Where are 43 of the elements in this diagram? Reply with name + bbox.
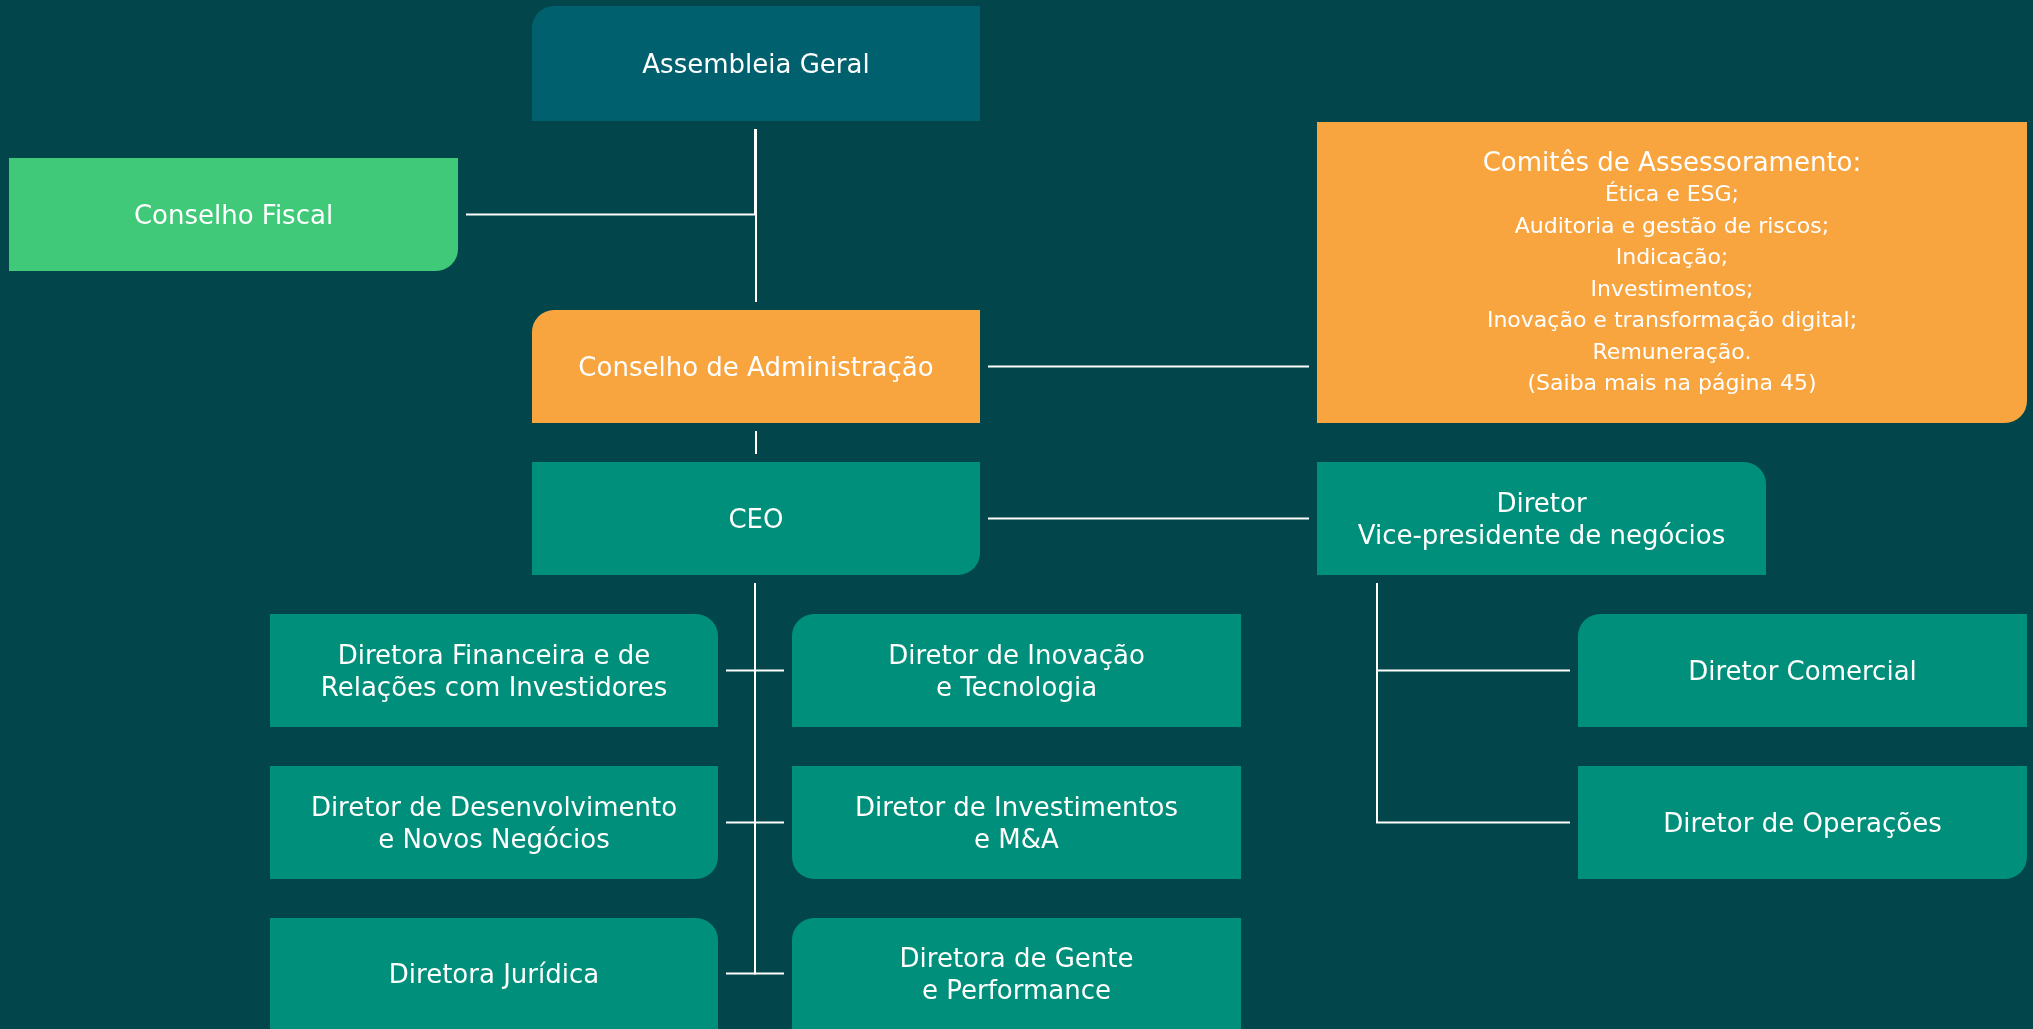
- box-label: Assembleia Geral: [642, 47, 870, 80]
- org-box: [532, 6, 980, 121]
- connector-line: [754, 582, 785, 975]
- box-label: Conselho Fiscal: [133, 198, 334, 231]
- box-label: Diretor de Investimentos e M&A: [853, 790, 1180, 855]
- box-label: Conselho de Administração: [578, 350, 934, 383]
- box-label: Inovação e transformação digital;: [1486, 306, 1858, 335]
- box-label: Investimentos;: [1590, 274, 1754, 303]
- box-label: Diretor de Desenvolvimento e Novos Negócios: [309, 790, 679, 855]
- box-label: Diretora de Gente e Performance: [898, 941, 1135, 1006]
- box-label: Diretora Financeira e de Relações com Investidores: [319, 638, 669, 703]
- connector-line: [987, 365, 1310, 368]
- org-box: [532, 310, 980, 423]
- box-label: Diretor Comercial: [1688, 654, 1917, 687]
- org-box: [792, 918, 1241, 1029]
- box-label: CEO: [728, 502, 784, 535]
- org-box: [1317, 462, 1766, 575]
- box-label: (Saiba mais na página 45): [1527, 369, 1817, 398]
- box-label: Diretor de Inovação e Tecnologia: [887, 638, 1146, 703]
- box-label: Indicação;: [1615, 243, 1729, 272]
- org-box: [792, 766, 1241, 879]
- org-box: [792, 614, 1241, 727]
- connector-line: [1376, 582, 1571, 824]
- org-box: [270, 766, 718, 879]
- box-label: Auditoria e gestão de riscos;: [1514, 211, 1830, 240]
- box-label: Ética e ESG;: [1604, 180, 1740, 209]
- org-box: [532, 462, 980, 575]
- org-box: [1578, 614, 2027, 727]
- box-label: Diretor: [1496, 486, 1587, 519]
- org-box: [1317, 122, 2027, 423]
- box-label: Diretora Jurídica: [388, 957, 600, 990]
- org-box: [270, 918, 718, 1029]
- org-box: [9, 158, 458, 271]
- org-box: [270, 614, 718, 727]
- box-label: Diretor de Operações: [1663, 806, 1942, 839]
- connector-line: [755, 430, 757, 455]
- box-label: Remuneração.: [1592, 337, 1752, 366]
- box-label: Vice-presidente de negócios: [1357, 518, 1726, 551]
- connector-line: [465, 128, 756, 216]
- connector-line: [987, 517, 1310, 520]
- connector-line: [755, 128, 757, 303]
- box-heading: Comitês de Assessoramento:: [1482, 146, 1862, 179]
- org-box: [1578, 766, 2027, 879]
